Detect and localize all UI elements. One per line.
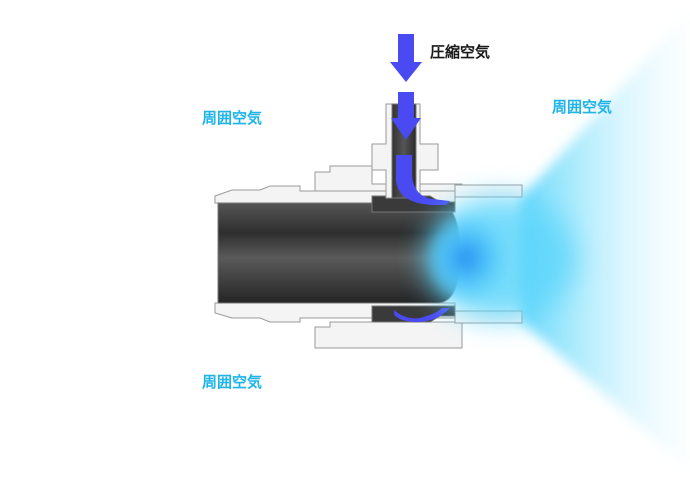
- flow-curve-top: [396, 155, 450, 205]
- arrow-down-icon: [390, 34, 422, 82]
- air-jet-cone: [520, 10, 690, 470]
- flow-curve-bottom: [394, 308, 450, 323]
- ambient-air-label-bottom-left: 周囲空気: [202, 373, 263, 391]
- ambient-air-label-top-left: 周囲空気: [202, 109, 263, 127]
- nozzle-sleeve-top: [454, 184, 523, 198]
- spray-cone-icon: [425, 196, 575, 320]
- nozzle-bore: [217, 202, 461, 304]
- compressed-air-label: 圧縮空気: [430, 43, 491, 61]
- nozzle-lower-body: [314, 321, 463, 349]
- ambient-air-label-top-right: 周囲空気: [552, 98, 613, 116]
- arrow-down-icon: [391, 92, 421, 140]
